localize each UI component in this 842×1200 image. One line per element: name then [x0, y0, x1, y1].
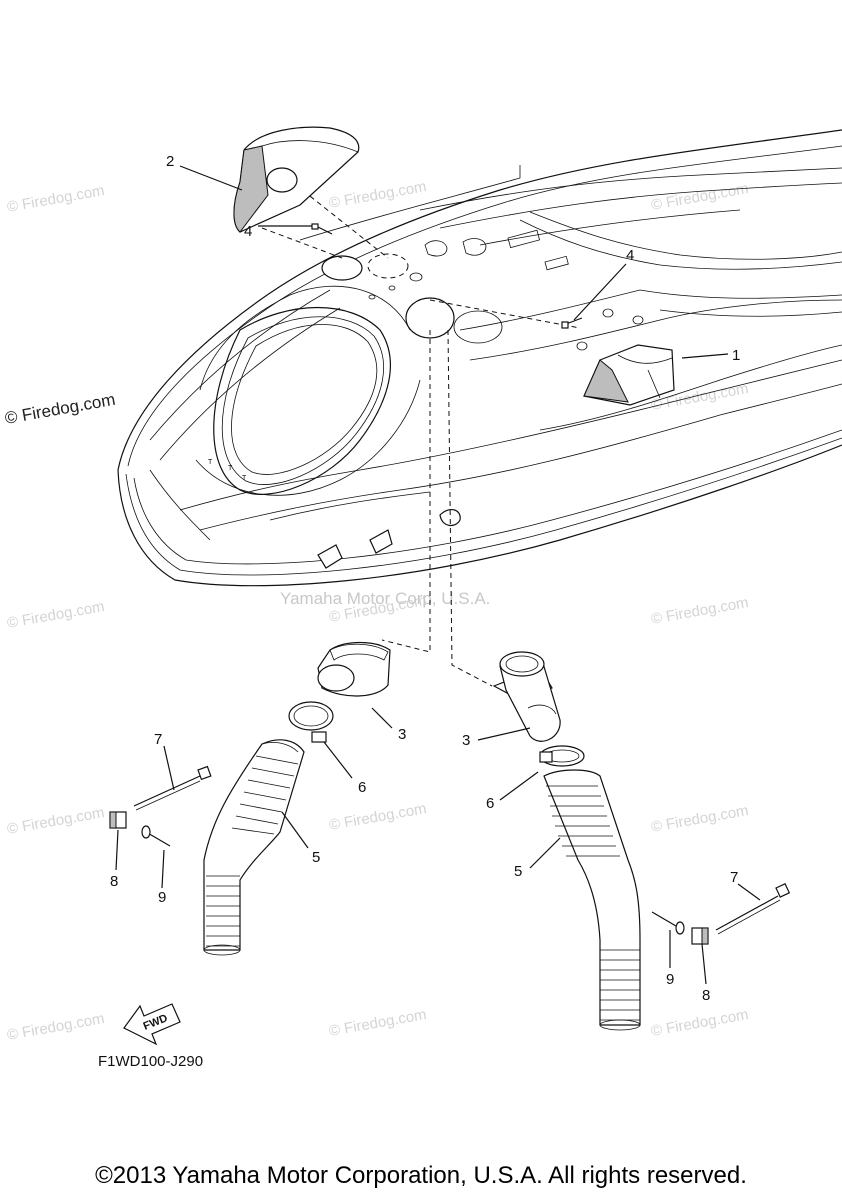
- callout-leaders: [115, 165, 761, 985]
- copyright-notice: ©2013 Yamaha Motor Corporation, U.S.A. A…: [95, 1162, 747, 1189]
- watermark: © Firedog.com: [328, 800, 428, 834]
- callout-7-left: 7: [154, 731, 162, 748]
- callout-5-right: 5: [514, 863, 522, 880]
- callout-5-left: 5: [312, 849, 320, 866]
- corp-watermark: Yamaha Motor Corp, U.S.A.: [280, 589, 490, 608]
- watermark: © Firedog.com: [650, 1006, 750, 1040]
- callout-numbers: 1 2 3 3 4 4 5 5 6 6 7 7 8 8 9 9: [110, 153, 740, 1004]
- deck-mark: T: [242, 475, 247, 482]
- left-duct-assembly: [109, 641, 391, 956]
- callout-6-left: 6: [358, 779, 366, 796]
- watermark: © Firedog.com: [328, 1006, 428, 1040]
- watermark: © Firedog.com: [6, 804, 106, 838]
- watermark-dark: © Firedog.com: [3, 390, 116, 428]
- callout-4-right: 4: [626, 247, 634, 264]
- hull-deck: T T T: [117, 129, 842, 587]
- part-1-bracket: [583, 344, 675, 406]
- callout-9-left: 9: [158, 889, 166, 906]
- diagram-code: F1WD100-J290: [98, 1053, 203, 1070]
- callout-1: 1: [732, 347, 740, 364]
- callout-3-left: 3: [398, 726, 406, 743]
- callout-4-left: 4: [244, 223, 252, 240]
- watermark: © Firedog.com: [328, 178, 428, 212]
- watermark: © Firedog.com: [6, 182, 106, 216]
- deck-mark: T: [208, 459, 213, 466]
- callout-2: 2: [166, 153, 174, 170]
- callout-8-right: 8: [702, 987, 710, 1004]
- fwd-arrow: FWD: [123, 1003, 181, 1046]
- watermark: © Firedog.com: [6, 1010, 106, 1044]
- right-duct-assembly: [492, 651, 791, 1031]
- watermark: © Firedog.com: [650, 180, 750, 214]
- callout-8-left: 8: [110, 873, 118, 890]
- callout-6-right: 6: [486, 795, 494, 812]
- callout-3-right: 3: [462, 732, 470, 749]
- part-4-pins: [311, 223, 583, 329]
- install-lines: [261, 184, 581, 687]
- callout-9-right: 9: [666, 971, 674, 988]
- watermark: © Firedog.com: [650, 594, 750, 628]
- watermark: © Firedog.com: [6, 598, 106, 632]
- part-2-cover: [233, 126, 360, 233]
- deck-mark: T: [228, 465, 233, 472]
- callout-7-right: 7: [730, 869, 738, 886]
- watermark: © Firedog.com: [650, 802, 750, 836]
